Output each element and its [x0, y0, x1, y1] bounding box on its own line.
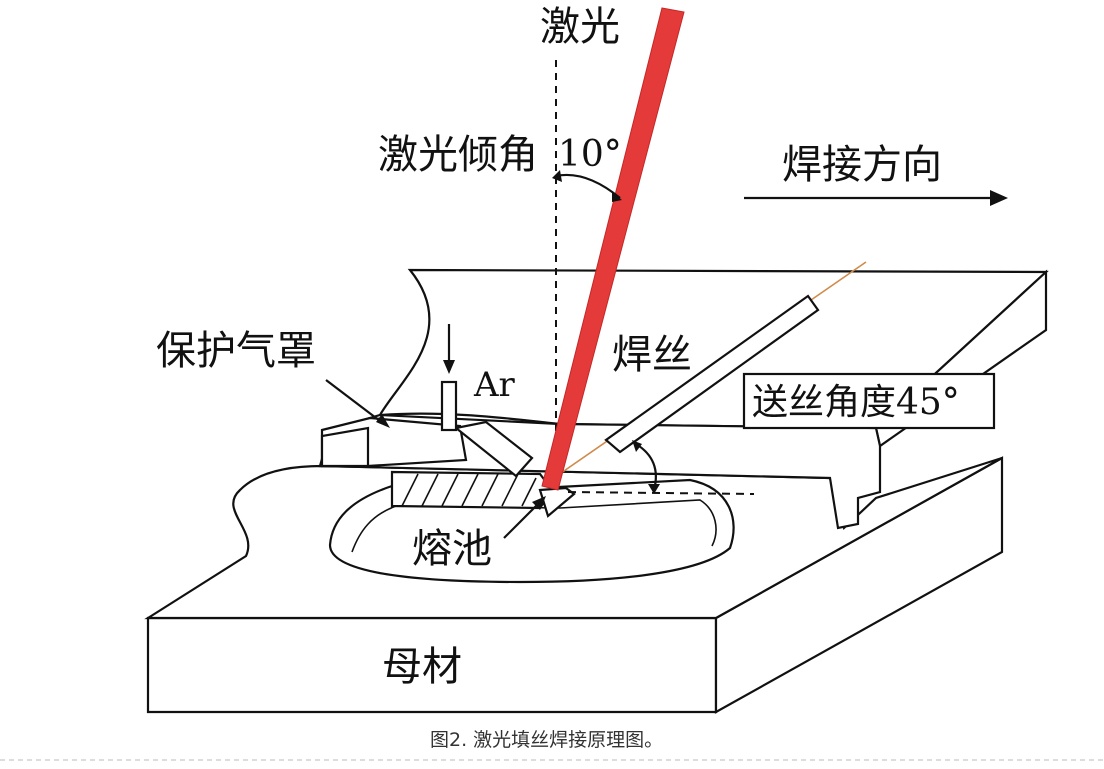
wire-feed-angle-arc	[632, 440, 660, 494]
argon-label: Ar	[473, 365, 516, 405]
argon-inlet-pipe	[440, 380, 458, 432]
gas-hood-leader-arrow	[325, 379, 390, 428]
laser-beam	[541, 7, 685, 491]
welding-direction-label: 焊接方向	[782, 142, 942, 188]
wire-feed-angle-label: 送丝角度45°	[752, 382, 960, 423]
laser-tilt-angle-arc	[552, 170, 622, 202]
horizontal-reference-dashed-line	[567, 491, 755, 495]
shielding-gas-nozzle	[453, 420, 534, 478]
base-metal-label: 母材	[382, 644, 462, 690]
shielding-gas-hood-label: 保护气罩	[156, 328, 316, 374]
laser-tilt-angle-label: 激光倾角	[378, 132, 538, 178]
weld-bead-hatching	[401, 473, 537, 507]
wire-feed-angle-label-box	[742, 372, 996, 430]
welding-direction-arrow	[744, 190, 1008, 206]
figure-caption: 图2. 激光填丝焊接原理图。	[430, 729, 663, 751]
wire-feed-tube	[604, 294, 820, 454]
molten-pool-label: 熔池	[412, 526, 492, 572]
laser-label: 激光	[540, 4, 620, 50]
molten-pool-leader-arrow	[503, 496, 546, 539]
wire-label: 焊丝	[612, 332, 692, 378]
argon-flow-arrow	[443, 324, 455, 374]
shielding-gas-hood-side	[320, 426, 370, 468]
laser-tilt-angle-value: 10°	[558, 134, 622, 175]
